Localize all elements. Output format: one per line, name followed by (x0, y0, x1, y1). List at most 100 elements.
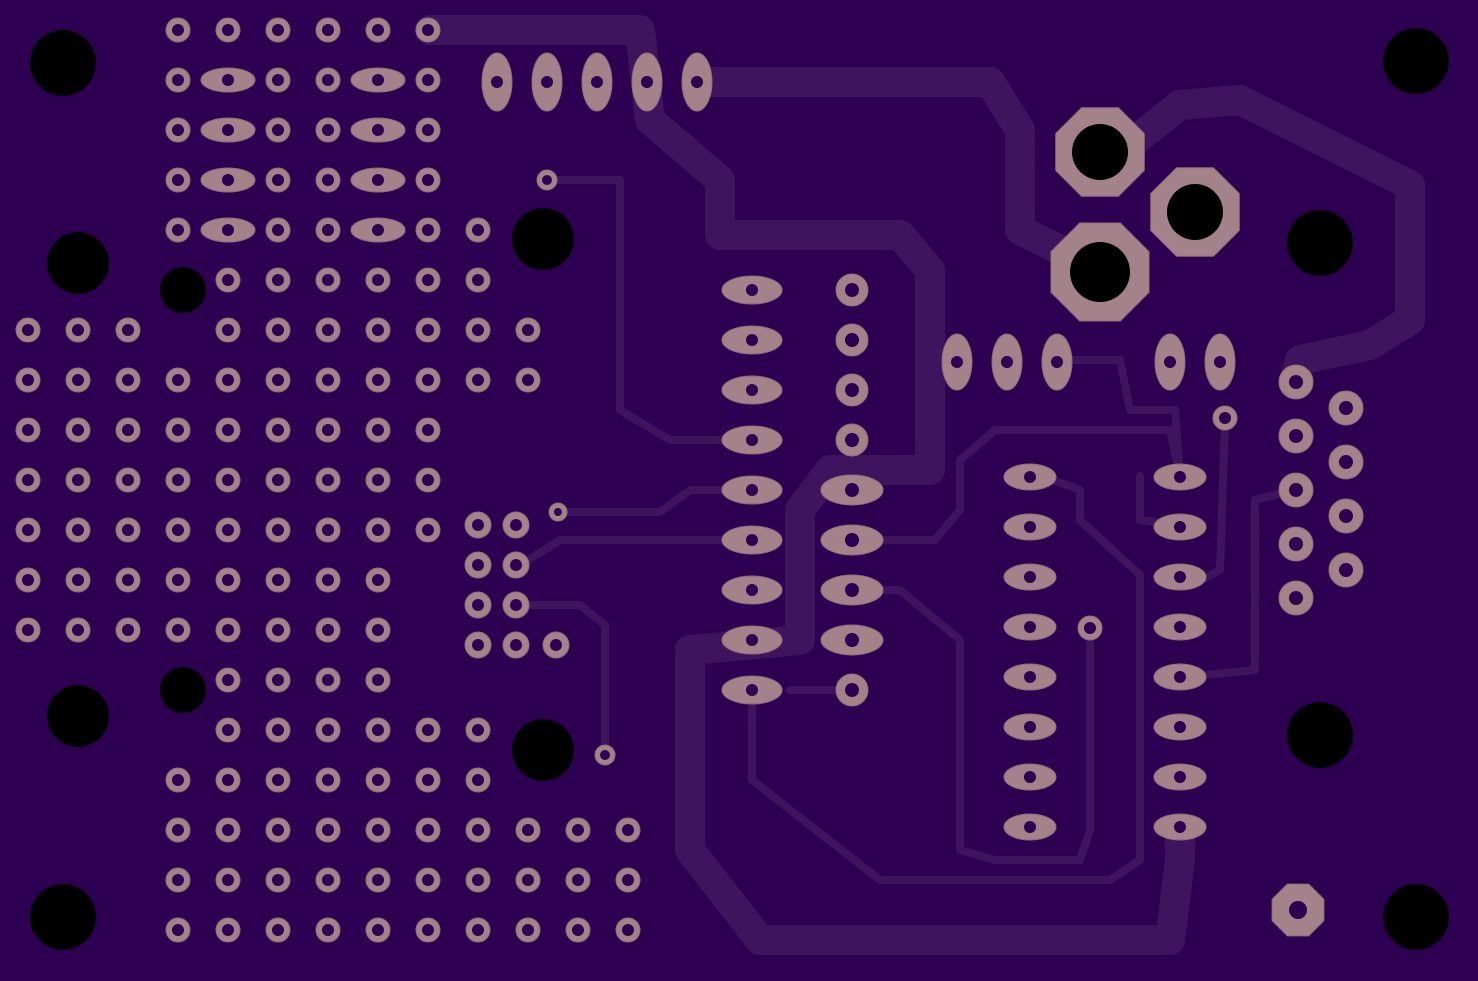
pad-drill (522, 924, 534, 936)
pad-drill (422, 74, 434, 86)
through-hole-pad (415, 717, 441, 743)
through-hole-pad (515, 817, 541, 843)
through-hole-pad (265, 267, 291, 293)
copper-trace (1201, 416, 1229, 582)
through-hole-pad (315, 867, 341, 893)
through-hole-pad (165, 517, 191, 543)
through-hole-pads (15, 17, 1364, 943)
through-hole-pad (1271, 883, 1325, 937)
pad-drill (372, 174, 384, 186)
pad-drill (522, 324, 534, 336)
through-hole-pad (165, 567, 191, 593)
through-hole-pad (15, 367, 41, 393)
pad-drill (222, 24, 234, 36)
through-hole-pad (1153, 713, 1207, 741)
pad-drill (272, 474, 284, 486)
mounting-hole (30, 30, 96, 96)
through-hole-pad (820, 474, 884, 506)
through-hole-pad (1153, 613, 1207, 641)
through-hole-pad (1278, 472, 1314, 508)
through-hole-pad (165, 117, 191, 143)
copper-trace (1095, 85, 1425, 395)
through-hole-pad (415, 467, 441, 493)
pad-drill (372, 874, 384, 886)
through-hole-pad (1328, 390, 1364, 426)
pad-drill (72, 574, 84, 586)
through-hole-pad (115, 517, 141, 543)
mounting-hole (1287, 702, 1353, 768)
through-hole-pad (1278, 364, 1314, 400)
pad-drill (1024, 771, 1036, 783)
pad-drill (322, 774, 334, 786)
through-hole-pad (1328, 444, 1364, 480)
pad-drill (1051, 356, 1063, 368)
pad-drill (422, 724, 434, 736)
through-hole-pad (464, 631, 492, 659)
through-hole-pad (315, 167, 341, 193)
pad-drill (1024, 821, 1036, 833)
pad-drill (122, 624, 134, 636)
pad-drill (372, 774, 384, 786)
through-hole-pad (1278, 526, 1314, 562)
pad-drill (591, 76, 603, 88)
through-hole-pad (721, 575, 783, 605)
copper-trace (554, 486, 756, 516)
pad-drill (1289, 429, 1303, 443)
through-hole-pad (315, 417, 341, 443)
through-hole-pad (15, 417, 41, 443)
through-hole-pad (365, 867, 391, 893)
pad-drill (122, 574, 134, 586)
through-hole-pad (215, 367, 241, 393)
pad-drill (510, 559, 522, 571)
through-hole-pad (200, 167, 256, 193)
through-hole-pad (65, 567, 91, 593)
through-hole-pad (465, 717, 491, 743)
pad-drill (422, 174, 434, 186)
pad-drill (472, 224, 484, 236)
through-hole-pad (465, 917, 491, 943)
pad-drill (322, 24, 334, 36)
pad-drill (22, 374, 34, 386)
pad-drill (1339, 401, 1353, 415)
through-hole-pad (215, 417, 241, 443)
mounting-hole (160, 267, 206, 313)
pad-drill (172, 874, 184, 886)
pad-drill (222, 324, 234, 336)
copper-trace (848, 426, 1184, 544)
through-hole-pad (721, 525, 783, 555)
through-hole-pad (1212, 405, 1238, 431)
through-hole-pad (215, 767, 241, 793)
pad-drill (372, 924, 384, 936)
pad-drill (22, 624, 34, 636)
through-hole-pad (464, 511, 492, 539)
through-hole-pad (315, 17, 341, 43)
through-hole-pad (215, 667, 241, 693)
through-hole-pad (365, 817, 391, 843)
pad-drill (372, 524, 384, 536)
pad-drill (622, 874, 634, 886)
pad-drill (222, 274, 234, 286)
pad-drill (322, 874, 334, 886)
through-hole-pad (415, 767, 441, 793)
through-hole-pad (265, 417, 291, 443)
through-hole-pad (365, 517, 391, 543)
pad-drill (22, 424, 34, 436)
pad-drill (1219, 412, 1231, 424)
through-hole-pad (502, 511, 530, 539)
pad-drill (372, 374, 384, 386)
through-hole-pad (165, 167, 191, 193)
pad-drill (422, 924, 434, 936)
pad-drill (746, 484, 758, 496)
pad-drill (322, 624, 334, 636)
pad-drill (1339, 455, 1353, 469)
pad-drill (422, 374, 434, 386)
pad-drill (22, 574, 34, 586)
pad-drill (322, 324, 334, 336)
through-hole-pad (365, 267, 391, 293)
pad-drill (746, 334, 758, 346)
through-hole-pad (265, 167, 291, 193)
through-hole-pad (542, 631, 570, 659)
pad-drill (572, 824, 584, 836)
mounting-hole (47, 685, 109, 747)
pad-drill (372, 24, 384, 36)
